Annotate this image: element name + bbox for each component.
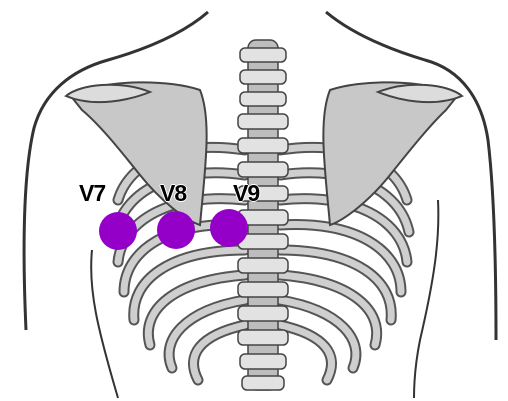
lead-label-v7: V7 xyxy=(79,182,105,205)
electrode-v7 xyxy=(99,212,137,250)
electrode-v8 xyxy=(157,211,195,249)
lead-label-v8: V8 xyxy=(160,182,186,205)
arm-line-left xyxy=(91,250,118,398)
spine xyxy=(238,40,288,390)
lead-label-v9: V9 xyxy=(233,182,259,205)
arm-line-right xyxy=(414,200,438,398)
electrode-v9 xyxy=(210,209,248,247)
